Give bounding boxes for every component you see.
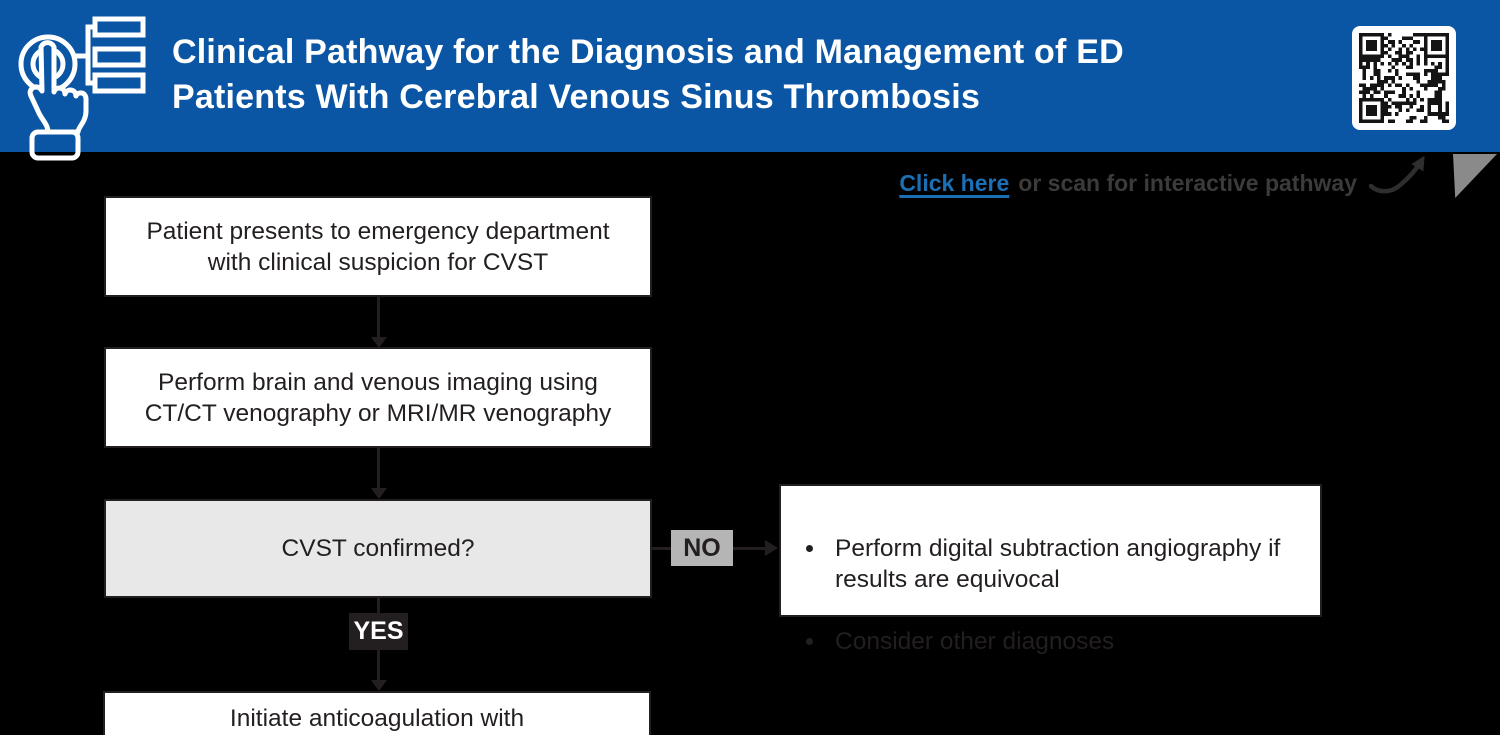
pointing-hand-icon bbox=[27, 40, 89, 135]
corner-fold-triangle bbox=[1453, 154, 1497, 198]
connector-line bbox=[377, 448, 380, 489]
flow-box-imaging: Perform brain and venous imaging using C… bbox=[104, 347, 652, 448]
header-bar: Clinical Pathway for the Diagnosis and M… bbox=[0, 0, 1500, 152]
no-branch-label: NO bbox=[671, 530, 733, 566]
hand-cuff-icon bbox=[29, 129, 81, 161]
connector-line bbox=[377, 297, 380, 338]
flow-box-cvst-confirmed: CVST confirmed? bbox=[104, 499, 652, 598]
arrowhead-right-icon bbox=[765, 540, 778, 556]
arrowhead-down-icon bbox=[370, 488, 387, 499]
bullet-item: Consider other diagnoses bbox=[827, 626, 1302, 657]
touch-flowchart-icon bbox=[18, 16, 146, 161]
connector-line bbox=[652, 547, 671, 550]
bullet-item: Perform digital subtraction angiography … bbox=[827, 533, 1302, 595]
page-title: Clinical Pathway for the Diagnosis and M… bbox=[172, 33, 1124, 116]
cta-suffix-text: or scan for interactive pathway bbox=[1018, 169, 1357, 196]
qr-code bbox=[1352, 26, 1456, 130]
click-here-link[interactable]: Click here bbox=[899, 169, 1010, 196]
curved-arrow-icon bbox=[1368, 155, 1425, 194]
no-branch-bullet-list: Perform digital subtraction angiography … bbox=[801, 502, 1302, 688]
flow-box-presentation: Patient presents to emergency department… bbox=[104, 196, 652, 297]
arrowhead-down-icon bbox=[370, 337, 387, 348]
yes-branch-label: YES bbox=[349, 613, 408, 650]
qr-code-pattern bbox=[1359, 33, 1449, 123]
arrowhead-down-icon bbox=[370, 680, 387, 691]
connector-line bbox=[733, 547, 766, 550]
interactive-pathway-cta: Click here or scan for interactive pathw… bbox=[899, 155, 1432, 203]
flow-box-no-branch: Perform digital subtraction angiography … bbox=[779, 484, 1322, 655]
flow-box-anticoagulation: Initiate anticoagulation with bbox=[103, 691, 651, 735]
